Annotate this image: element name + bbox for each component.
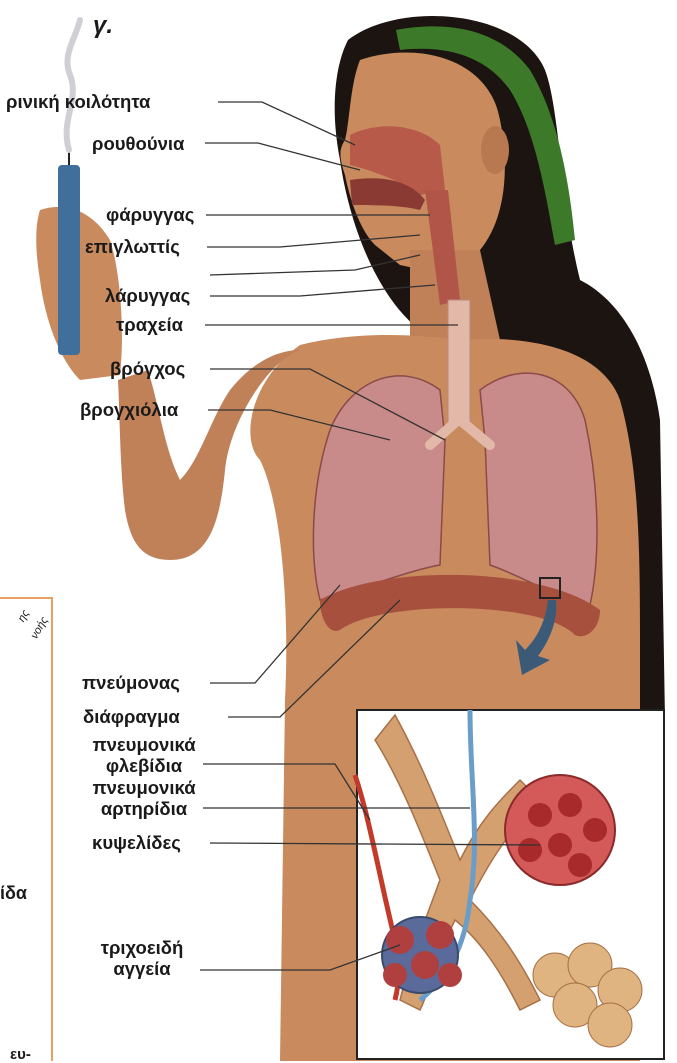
bottom-edge-word: ευ-: [10, 1046, 31, 1063]
label-capillaries-line1: τριχοειδή: [82, 937, 202, 958]
label-pulmonary-venules-line1: πνευμονικά: [84, 734, 204, 755]
label-nasal-cavity: ρινική κοιλότητα: [6, 91, 150, 112]
label-bronchus: βρόγχος: [110, 358, 185, 379]
label-pulmonary-venules-line2: φλεβίδια: [84, 755, 204, 776]
ear: [481, 126, 509, 174]
left-edge-word: ίδα: [0, 883, 27, 904]
trachea: [448, 300, 470, 425]
label-trachea: τραχεία: [116, 314, 183, 335]
label-epiglottis: επιγλωττίς: [85, 236, 180, 257]
label-pulmonary-arterioles-line2: αρτηρίδια: [84, 798, 204, 819]
label-lung: πνεύμονας: [82, 672, 180, 693]
side-box-border: [0, 598, 52, 1061]
label-larynx: λάρυγγας: [105, 285, 190, 306]
label-alveoli: κυψελίδες: [92, 832, 181, 853]
label-pulmonary-arterioles-line1: πνευμονικά: [84, 777, 204, 798]
candle-smoke: [67, 20, 80, 150]
label-diaphragm: διάφραγμα: [83, 706, 180, 727]
candle: [58, 165, 80, 355]
figure-letter: γ.: [93, 12, 113, 40]
label-capillaries-line2: αγγεία: [82, 958, 202, 979]
alveoli-red-cluster: [505, 775, 615, 885]
label-bronchioles: βρογχιόλια: [80, 399, 178, 420]
label-nostrils: ρουθούνια: [92, 133, 184, 154]
label-pharynx: φάρυγγας: [106, 204, 194, 225]
capillary-network: [382, 917, 462, 993]
